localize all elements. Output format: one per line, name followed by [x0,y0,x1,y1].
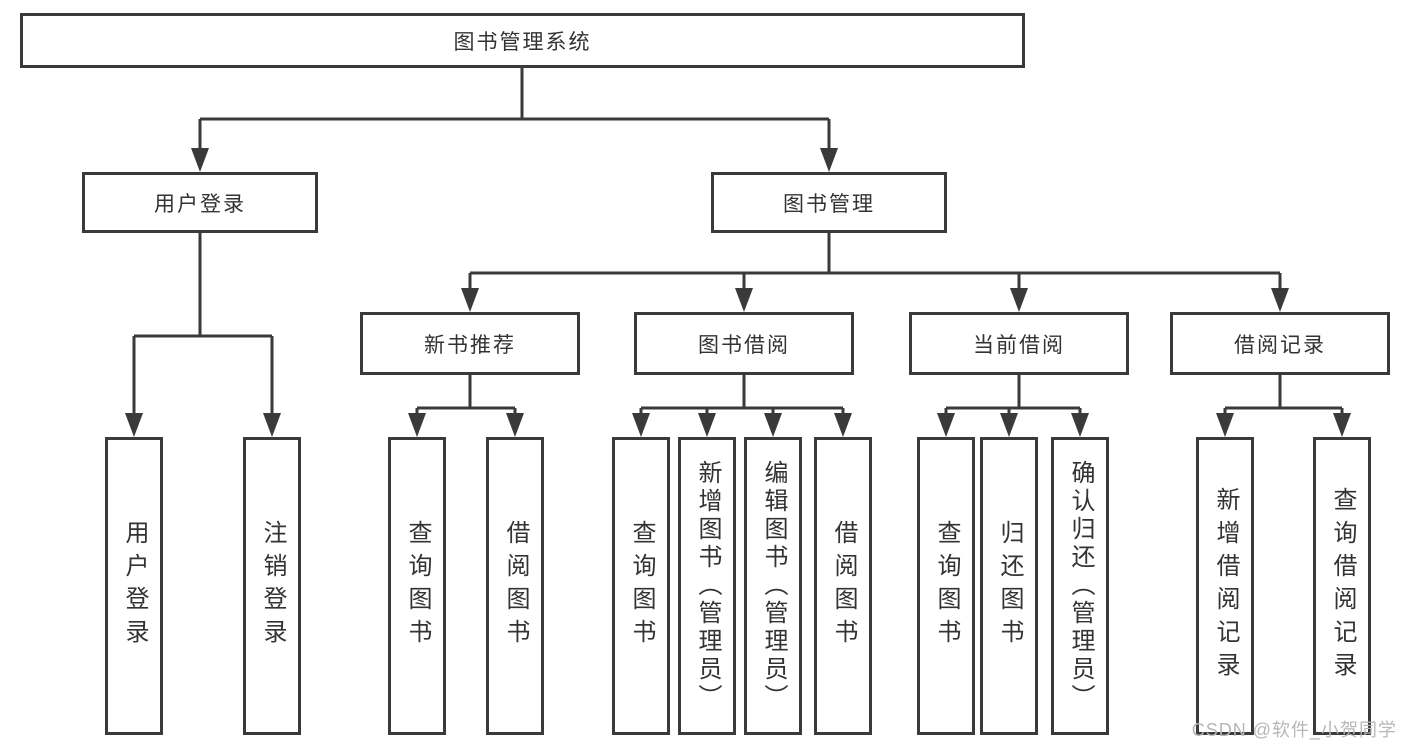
leaf-edit-book-admin: 编辑图书（管理员） [744,437,802,735]
arrowhead [1010,288,1028,312]
edge-new-book-to-leaves [415,375,517,418]
leaf-user-login: 用户登录 [105,437,163,735]
leaf-query-book-recommend: 查询图书 [388,437,446,735]
leaf-borrow-book-recommend: 借阅图书 [486,437,544,735]
arrowhead [632,413,650,437]
arrowhead [1333,413,1351,437]
edge-user-login-to-leaves [132,233,274,417]
node-root-system: 图书管理系统 [20,13,1025,68]
arrowhead [1000,413,1018,437]
arrowhead [1216,413,1234,437]
leaf-borrow-book: 借阅图书 [814,437,872,735]
edge-current-borrow-to-leaves [944,375,1082,418]
arrowhead [191,148,209,172]
arrowhead [408,413,426,437]
edge-book-borrow-to-leaves [639,375,845,418]
arrowhead [125,413,143,437]
arrowhead [461,288,479,312]
leaf-add-borrow-record: 新增借阅记录 [1196,437,1254,735]
leaf-confirm-return-admin: 确认归还（管理员） [1051,437,1109,735]
arrowhead [506,413,524,437]
csdn-watermark: CSDN @软件_小贺同学 [1191,720,1397,740]
arrowhead [764,413,782,437]
edge-root-to-level2 [198,68,831,152]
arrowhead [263,413,281,437]
node-book-borrow: 图书借阅 [634,312,854,375]
arrowhead [1271,288,1289,312]
leaf-query-book-borrow: 查询图书 [612,437,670,735]
node-new-book-recommend: 新书推荐 [360,312,580,375]
arrowhead [735,288,753,312]
node-book-management: 图书管理 [711,172,947,233]
leaf-query-book-current: 查询图书 [917,437,975,735]
node-borrow-record: 借阅记录 [1170,312,1390,375]
leaf-query-borrow-record: 查询借阅记录 [1313,437,1371,735]
edge-book-mgmt-to-level3 [468,233,1282,293]
arrowhead [834,413,852,437]
arrowhead [698,413,716,437]
node-user-login: 用户登录 [82,172,318,233]
node-current-borrow: 当前借阅 [909,312,1129,375]
leaf-logout: 注销登录 [243,437,301,735]
arrowhead [1071,413,1089,437]
leaf-return-book: 归还图书 [980,437,1038,735]
arrowhead [937,413,955,437]
leaf-add-book-admin: 新增图书（管理员） [678,437,736,735]
edge-borrow-record-to-leaves [1223,375,1344,418]
arrowhead [820,148,838,172]
